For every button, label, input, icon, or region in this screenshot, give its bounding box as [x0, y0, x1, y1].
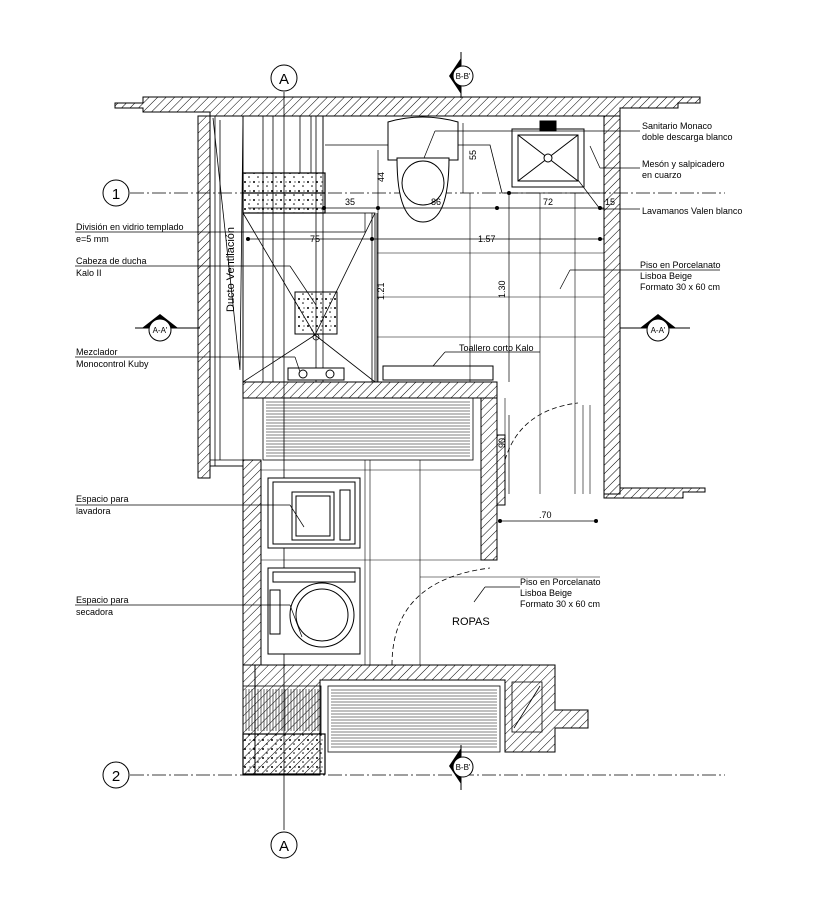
note-floor-b-line2: Lisboa Beige: [520, 588, 572, 598]
floor-tiles: [377, 193, 604, 494]
note-floor-b-line1: Piso en Porcelanato: [520, 577, 601, 587]
svg-text:2: 2: [112, 768, 120, 785]
svg-text:A: A: [279, 71, 289, 88]
dim-35: 35: [345, 197, 355, 207]
note-towel: Toallero corto Kalo: [459, 343, 534, 353]
note-counter-line2: en cuarzo: [642, 170, 682, 180]
washer: [267, 477, 361, 549]
section-marker-bb-top: B-B': [449, 52, 474, 98]
svg-text:A-A': A-A': [651, 326, 666, 335]
grid-bubble-a-top: A: [270, 64, 298, 92]
dim-72: 72: [543, 197, 553, 207]
slat-groups: [245, 401, 497, 748]
dryer: [267, 567, 361, 655]
dim-15: 15: [605, 197, 615, 207]
section-marker-aa-left: A-A': [135, 314, 200, 342]
svg-text:A-A': A-A': [153, 326, 168, 335]
note-dryer-line1: Espacio para: [76, 595, 129, 605]
clothes-room-label: ROPAS: [452, 616, 490, 628]
shower-head: [294, 291, 338, 335]
grid-bubble-a-bottom: A: [270, 831, 298, 859]
note-shower-line2: Kalo II: [76, 268, 102, 278]
dim-90: 90: [497, 438, 507, 448]
note-mixer-line2: Monocontrol Kuby: [76, 359, 149, 369]
section-marker-aa-right: A-A': [620, 314, 690, 342]
wc-toilet: [387, 116, 459, 223]
note-mixer-line1: Mezclador: [76, 347, 118, 357]
dimension-ticks: [246, 191, 602, 523]
dim-75: 75: [310, 234, 320, 244]
dim-121: 1.21: [376, 282, 386, 300]
section-marker-bb-bottom: B-B': [449, 745, 474, 790]
laundry-floor: [261, 460, 600, 665]
svg-text:1: 1: [112, 186, 120, 203]
storage-shelf: [262, 397, 474, 461]
note-floor-a-line3: Formato 30 x 60 cm: [640, 282, 720, 292]
svg-text:B-B': B-B': [456, 72, 471, 81]
svg-text:A: A: [279, 838, 289, 855]
dim-130: 1.30: [497, 280, 507, 298]
note-counter-line1: Mesón y salpicadero: [642, 159, 725, 169]
dim-157: 1.57: [478, 234, 496, 244]
closet-door-swing: [391, 567, 491, 666]
note-shower-line1: Cabeza de ducha: [76, 256, 147, 266]
note-dryer-line2: secadora: [76, 607, 113, 617]
note-glass-line2: e=5 mm: [76, 234, 109, 244]
note-washer-line1: Espacio para: [76, 494, 129, 504]
dim-44: 44: [376, 172, 386, 182]
bathroom-door-swing: [504, 402, 579, 461]
note-wc-line2: doble descarga blanco: [642, 132, 733, 142]
towel-bar: [382, 365, 494, 381]
note-wc-line1: Sanitario Monaco: [642, 121, 712, 131]
note-floor-a-line1: Piso en Porcelanato: [640, 260, 721, 270]
mixer-valve: [287, 367, 345, 381]
lower-shaft: [242, 733, 326, 775]
note-floor-a-line2: Lisboa Beige: [640, 271, 692, 281]
walls: [114, 96, 706, 776]
dim-86: 86: [431, 197, 441, 207]
note-washer-line2: lavadora: [76, 506, 111, 516]
leader-lines: [75, 130, 720, 638]
grid-bubble-1: 1: [102, 179, 130, 207]
counter-top: [325, 144, 600, 194]
wash-basin: [511, 120, 585, 188]
svg-text:B-B': B-B': [456, 763, 471, 772]
dimension-lines: [248, 123, 604, 522]
shower-area: [242, 212, 378, 383]
note-floor-b-line3: Formato 30 x 60 cm: [520, 599, 600, 609]
note-glass-line1: División en vidrio templado: [76, 222, 184, 232]
note-basin: Lavamanos Valen blanco: [642, 206, 742, 216]
grid-bubble-2: 2: [102, 761, 130, 789]
dim-70: .70: [539, 510, 552, 520]
dim-55: 55: [468, 150, 478, 160]
vent-duct-label: Ducto Ventilación: [225, 227, 237, 312]
